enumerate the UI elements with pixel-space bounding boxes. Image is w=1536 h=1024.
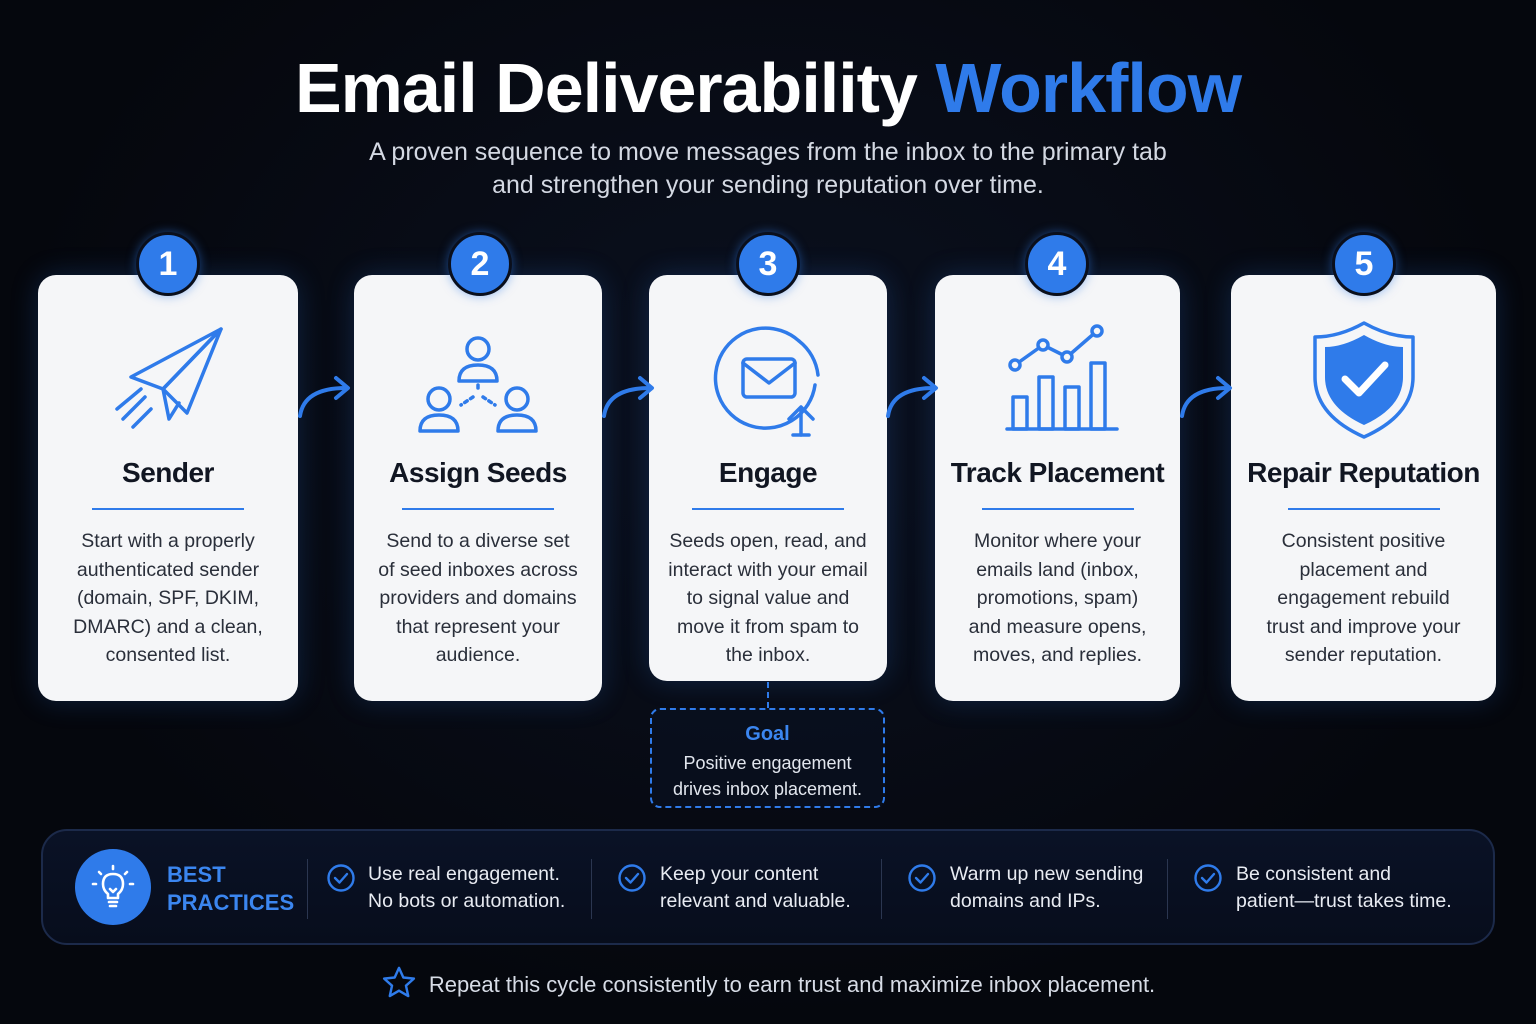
title-accent: Workflow [935,49,1242,127]
desc-line: providers and domains [379,587,577,609]
title-rule [981,508,1134,510]
bar-chart-trend-icon [1004,324,1119,431]
best-practice-item: Warm up new sending domains and IPs. [950,861,1143,915]
desc-line: Send to a diverse set [386,530,570,552]
step-title: Repair Reputation [1247,457,1480,488]
divider [307,859,308,919]
subtitle-line: A proven sequence to move messages from … [369,138,1167,166]
desc-line: and measure opens, [968,615,1147,638]
step-number-badge: 2 [448,232,512,296]
step-number-badge: 1 [136,232,200,296]
step-description: Send to a diverse set of seed inboxes ac… [368,527,588,670]
desc-line: Seeds open, read, and [669,530,867,552]
subtitle-line: and strengthen your sending reputation o… [492,171,1044,199]
desc-line: interact with your email [668,558,868,581]
title-main: Email Deliverability [294,49,918,127]
step-card-assign-seeds: Assign Seeds Send to a diverse set of se… [354,275,602,701]
footer-text: Repeat this cycle consistently to earn t… [428,972,1156,997]
bp-item-line: relevant and valuable. [660,890,851,912]
bp-item-line: Warm up new sending [950,863,1144,885]
flow-arrow-icon [298,376,350,418]
desc-line: sender reputation. [1284,644,1443,666]
desc-line: of seed inboxes across [378,558,578,581]
divider [591,859,592,919]
step-description: Consistent positive placement and engage… [1245,527,1482,670]
step-card-track-placement: Track Placement Monitor where your email… [935,275,1180,701]
bp-item-line: No bots or automation. [368,890,566,912]
bp-item-line: Keep your content [660,863,819,885]
desc-line: placement and [1299,558,1428,581]
step-number-badge: 3 [736,232,800,296]
step-title: Assign Seeds [389,457,567,488]
desc-line: the inbox. [725,644,811,666]
goal-connector [767,682,769,708]
step-description: Start with a properly authenticated send… [52,527,284,670]
step-description: Seeds open, read, and interact with your… [663,527,873,670]
best-practices-label: BEST PRACTICES [167,861,294,917]
bp-label-line: BEST [167,862,226,887]
star-icon [382,966,415,998]
desc-line: DMARC) and a clean, [73,615,263,638]
goal-callout: Goal Positive engagement drives inbox pl… [650,708,885,808]
desc-line: Consistent positive [1281,530,1446,552]
check-circle-icon [618,864,646,892]
goal-text: Positive engagement drives inbox placeme… [652,750,883,802]
check-circle-icon [1194,864,1222,892]
step-description: Monitor where your emails land (inbox, p… [949,527,1166,670]
bp-item-line: domains and IPs. [950,890,1101,912]
check-circle-icon [908,864,936,892]
desc-line: emails land (inbox, [976,558,1139,581]
step-number-badge: 4 [1025,232,1089,296]
lightbulb-icon [75,849,151,925]
bp-item-line: Use real engagement. [368,863,560,885]
desc-line: that represent your [396,615,560,638]
divider [881,859,882,919]
step-card-engage: Engage Seeds open, read, and interact wi… [649,275,887,681]
desc-line: moves, and replies. [972,644,1143,666]
bp-item-line: Be consistent and [1236,863,1392,885]
paper-plane-icon [115,327,223,429]
bp-label-line: PRACTICES [167,890,295,915]
desc-line: promotions, spam) [976,587,1139,609]
goal-line: Positive engagement [683,753,852,773]
desc-line: authenticated sender [76,558,260,581]
desc-line: move it from spam to [676,615,860,638]
bp-item-line: patient—trust takes time. [1236,890,1452,912]
title-rule [92,508,244,510]
flow-arrow-icon [886,376,938,418]
desc-line: engagement rebuild [1277,587,1450,609]
desc-line: consented list. [105,644,231,666]
best-practice-item: Use real engagement. No bots or automati… [368,861,565,915]
envelope-upload-icon [713,326,820,437]
step-number-badge: 5 [1332,232,1396,296]
divider [1167,859,1168,919]
best-practice-item: Be consistent and patient—trust takes ti… [1236,861,1452,915]
desc-line: to signal value and [686,587,850,609]
goal-title: Goal [745,723,790,745]
shield-check-icon [1312,321,1415,439]
page-title: Email Deliverability Workflow [0,48,1536,128]
check-circle-icon [327,864,355,892]
desc-line: audience. [435,644,521,666]
desc-line: (domain, SPF, DKIM, [76,587,260,609]
desc-line: trust and improve your [1266,615,1461,638]
flow-arrow-icon [1180,376,1232,418]
title-rule [692,508,844,510]
desc-line: Start with a properly [81,530,255,552]
step-title: Track Placement [950,457,1165,488]
title-rule [402,508,554,510]
step-title: Engage [718,457,818,488]
people-network-icon [418,336,538,433]
flow-arrow-icon [602,376,654,418]
footer-note: Repeat this cycle consistently to earn t… [0,966,1536,998]
step-card-sender: Sender Start with a properly authenticat… [38,275,298,701]
step-card-repair-reputation: Repair Reputation Consistent positive pl… [1231,275,1496,701]
best-practices-bar: BEST PRACTICES Use real engagement. No b… [41,829,1495,945]
best-practice-item: Keep your content relevant and valuable. [660,861,851,915]
title-rule [1287,508,1440,510]
page-subtitle: A proven sequence to move messages from … [318,136,1218,202]
desc-line: Monitor where your [974,530,1141,552]
step-title: Sender [122,457,214,488]
goal-line: drives inbox placement. [672,779,863,799]
